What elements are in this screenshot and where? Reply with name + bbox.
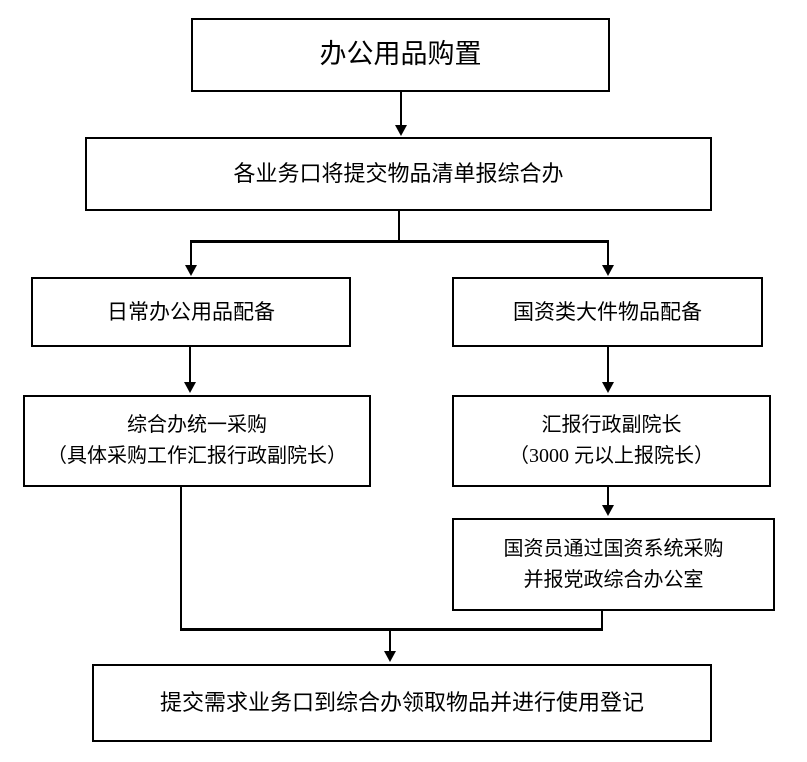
node-unified-purchase[interactable]: 综合办统一采购 （具体采购工作汇报行政副院长）	[23, 395, 371, 487]
connector-submit-to-split	[398, 211, 400, 241]
node-submit-label: 各业务口将提交物品清单报综合办	[233, 160, 564, 186]
arrowhead-merge-to-receive-icon	[384, 651, 396, 662]
connector-purchase-to-merge	[180, 487, 182, 631]
connector-daily-to-purchase	[189, 347, 191, 383]
node-daily-office-supplies[interactable]: 日常办公用品配备	[31, 277, 351, 347]
node-daily-label: 日常办公用品配备	[107, 299, 275, 324]
node-purchase-label-line2: （具体采购工作汇报行政副院长）	[47, 445, 347, 467]
split-bar-horizontal	[190, 240, 609, 243]
connector-asset-to-report	[607, 347, 609, 383]
node-collect-and-register[interactable]: 提交需求业务口到综合办领取物品并进行使用登记	[92, 664, 712, 742]
arrowhead-daily-to-purchase-icon	[184, 382, 196, 393]
node-asset-system-purchase[interactable]: 国资员通过国资系统采购 并报党政综合办公室	[452, 518, 775, 611]
merge-bar-horizontal	[180, 628, 603, 631]
arrowhead-split-to-asset-icon	[602, 265, 614, 276]
node-report-label-line2: （3000 元以上报院长）	[509, 445, 714, 467]
arrowhead-title-to-submit-icon	[395, 125, 407, 136]
arrowhead-report-to-system-icon	[602, 505, 614, 516]
node-office-supplies-purchase[interactable]: 办公用品购置	[191, 18, 610, 92]
connector-title-to-submit	[400, 92, 402, 126]
arrowhead-asset-to-report-icon	[602, 382, 614, 393]
node-state-asset-items[interactable]: 国资类大件物品配备	[452, 277, 763, 347]
arrowhead-split-to-daily-icon	[185, 265, 197, 276]
node-receive-label: 提交需求业务口到综合办领取物品并进行使用登记	[159, 689, 644, 715]
connector-split-to-asset	[607, 240, 609, 266]
connector-merge-to-receive	[389, 628, 391, 652]
node-system-label-line1: 国资员通过国资系统采购	[503, 537, 724, 560]
node-submit-item-list[interactable]: 各业务口将提交物品清单报综合办	[85, 137, 712, 211]
connector-report-to-system	[607, 487, 609, 506]
node-system-label-line2: 并报党政综合办公室	[523, 568, 704, 591]
node-report-label-line1: 汇报行政副院长	[541, 414, 682, 436]
node-title-label: 办公用品购置	[319, 39, 482, 70]
node-purchase-label-line1: 综合办统一采购	[127, 414, 267, 436]
node-asset-label: 国资类大件物品配备	[513, 299, 702, 324]
connector-system-to-merge	[601, 611, 603, 631]
connector-split-to-daily	[190, 240, 192, 266]
node-report-vice-dean[interactable]: 汇报行政副院长 （3000 元以上报院长）	[452, 395, 771, 487]
